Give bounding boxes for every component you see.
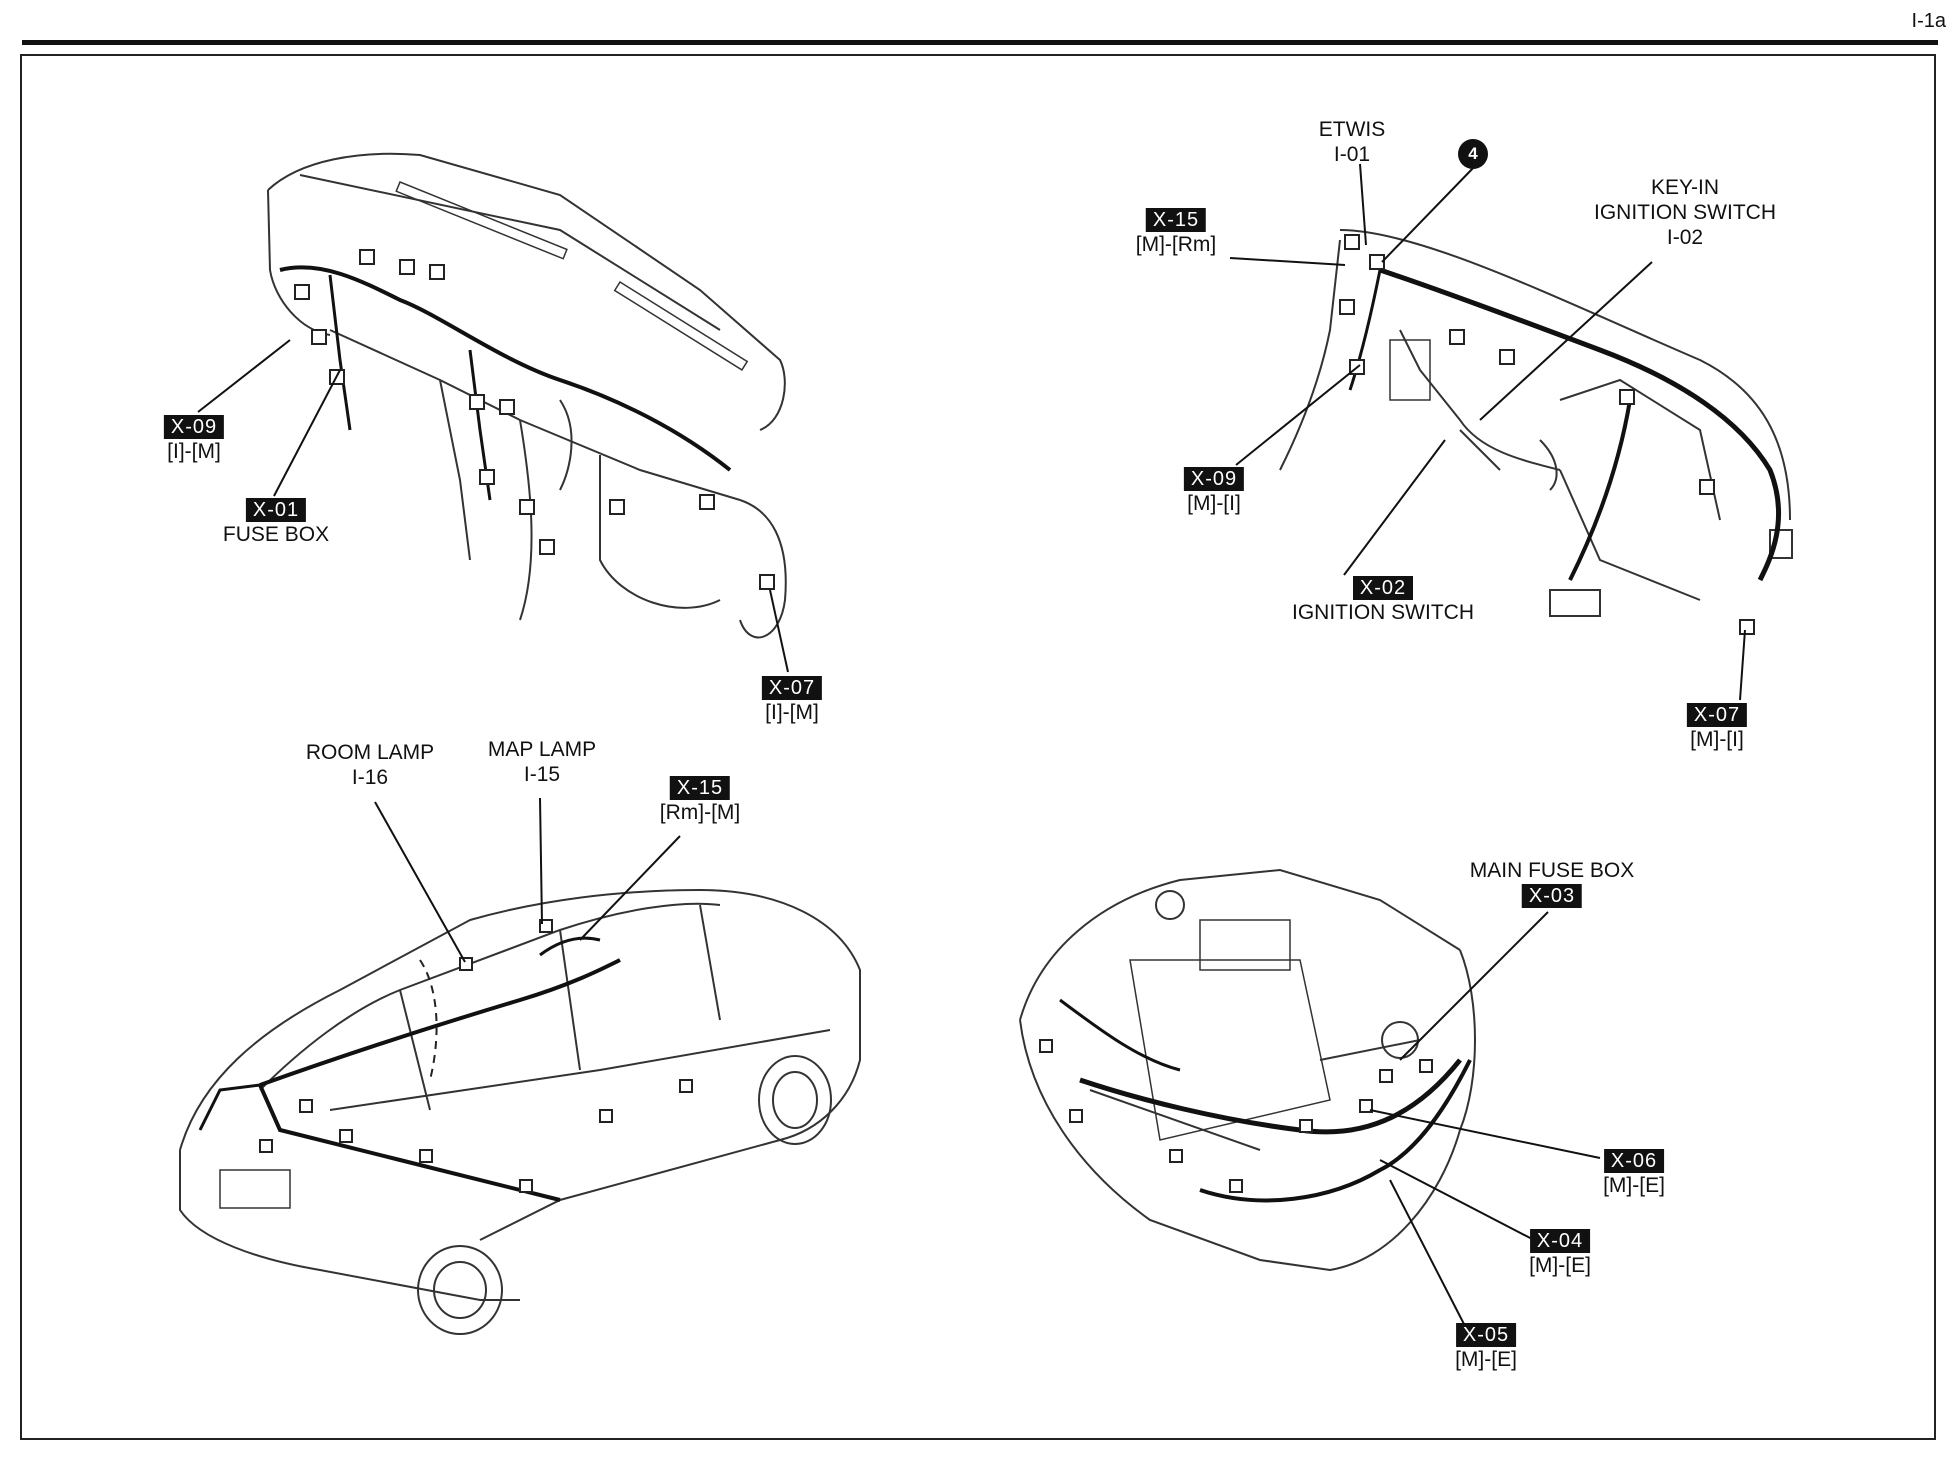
dash-left-harness — [279, 265, 732, 472]
connector-code-x06: X-06 — [1603, 1149, 1665, 1173]
component-name: ROOM LAMP — [305, 741, 435, 764]
connector-code-x01: X-01 — [245, 498, 307, 522]
component-code: I-16 — [351, 766, 389, 789]
dash-left-x07-callout: X-07 [I]-[M] — [761, 675, 823, 725]
connector-code-x15: X-15 — [1145, 208, 1207, 232]
engine-harness-main — [1079, 1058, 1462, 1135]
diagram-frame — [20, 54, 1936, 1440]
engine-x05-callout: X-05 [M]-[E] — [1455, 1322, 1517, 1372]
reference-marker-4: 4 — [1458, 139, 1488, 169]
engine-x04-callout: X-04 [M]-[E] — [1529, 1228, 1591, 1278]
connector-code-x09: X-09 — [1183, 467, 1245, 491]
car-body-drawing — [179, 888, 861, 1335]
component-name: MAP LAMP — [487, 738, 597, 761]
car-harness-floor — [258, 1084, 561, 1202]
component-name-line2: IGNITION SWITCH — [1594, 201, 1776, 224]
connector-code-x07: X-07 — [761, 676, 823, 700]
dash-right-x09-callout: X-09 [M]-[I] — [1183, 466, 1245, 516]
component-code: I-02 — [1666, 226, 1704, 249]
main-fuse-box-callout: MAIN FUSE BOX X-03 — [1469, 858, 1635, 908]
component-name: MAIN FUSE BOX — [1469, 859, 1635, 882]
room-lamp-callout: ROOM LAMP I-16 — [306, 740, 434, 790]
pin-mapping: [Rm]-[M] — [659, 801, 741, 824]
pin-mapping: [I]-[M] — [167, 440, 221, 463]
connector-code-x02: X-02 — [1352, 576, 1414, 600]
component-name-line1: KEY-IN — [1650, 176, 1720, 199]
pin-mapping: [M]-[I] — [1690, 728, 1744, 751]
connector-code-x04: X-04 — [1529, 1229, 1591, 1253]
dashboard-right-drawing — [1279, 229, 1793, 617]
leader-lines — [197, 163, 1746, 1329]
pin-mapping: [M]-[I] — [1187, 492, 1241, 515]
keyin-ignition-callout: KEY-IN IGNITION SWITCH I-02 — [1594, 175, 1776, 250]
dash-left-x09-callout: X-09 [I]-[M] — [163, 414, 225, 464]
header-rule — [22, 40, 1938, 45]
connector-code-x07: X-07 — [1686, 703, 1748, 727]
map-lamp-callout: MAP LAMP I-15 — [488, 737, 596, 787]
component-code: I-15 — [523, 763, 561, 786]
etwis-callout: ETWIS I-01 — [1319, 117, 1386, 167]
dash-left-x01-callout: X-01 FUSE BOX — [223, 497, 329, 547]
connector-code-x09: X-09 — [163, 415, 225, 439]
dash-right-harness — [1379, 267, 1781, 582]
car-harness-roof — [259, 958, 621, 1087]
pin-mapping: [I]-[M] — [765, 701, 819, 724]
connector-code-x05: X-05 — [1455, 1323, 1517, 1347]
page-id: I-1a — [1911, 10, 1946, 32]
pin-mapping: [M]-[Rm] — [1135, 233, 1217, 256]
component-name: FUSE BOX — [222, 523, 330, 546]
pin-mapping: [M]-[E] — [1455, 1348, 1517, 1371]
engine-bay-drawing — [1019, 868, 1476, 1272]
dash-right-x07-callout: X-07 [M]-[I] — [1686, 702, 1748, 752]
car-x15-callout: X-15 [Rm]-[M] — [660, 775, 740, 825]
connector-code-x15: X-15 — [669, 776, 731, 800]
engine-x06-callout: X-06 [M]-[E] — [1603, 1148, 1665, 1198]
connector-code-x03: X-03 — [1521, 884, 1583, 908]
dash-right-x02-callout: X-02 IGNITION SWITCH — [1292, 575, 1474, 625]
component-name: IGNITION SWITCH — [1292, 601, 1474, 624]
component-name: ETWIS — [1318, 118, 1386, 141]
pin-mapping: [M]-[E] — [1529, 1254, 1591, 1277]
dash-right-x15-callout: X-15 [M]-[Rm] — [1136, 207, 1216, 257]
pin-mapping: [M]-[E] — [1603, 1174, 1665, 1197]
component-code: I-01 — [1333, 143, 1371, 166]
